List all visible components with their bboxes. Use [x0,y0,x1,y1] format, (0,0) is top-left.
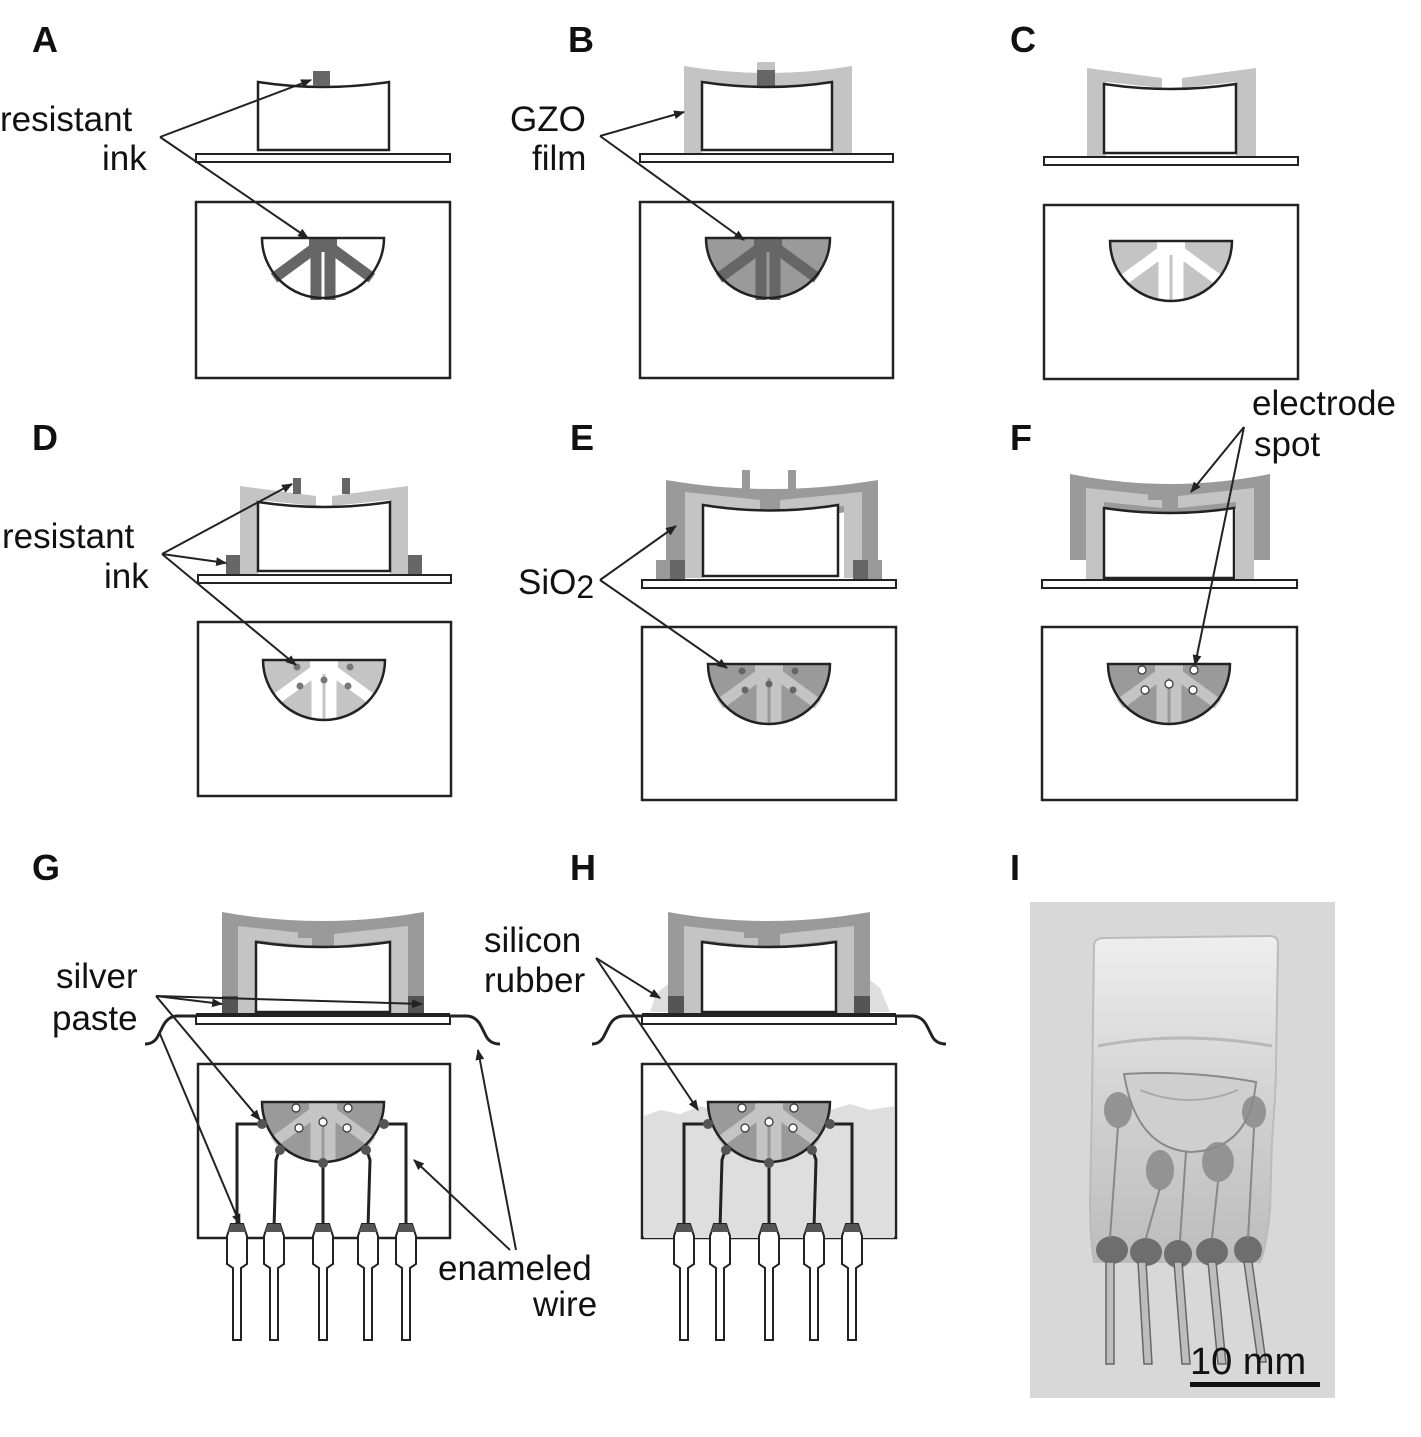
side-view-f [1041,474,1298,589]
panel-e: E [518,417,898,802]
panel-label-a: A [32,19,58,60]
label-paste-g: paste [52,999,138,1038]
arrows-f [1190,426,1245,667]
pin-tips-g [228,1224,415,1232]
pins-g [226,1223,417,1341]
side-view-h [591,912,947,1046]
top-view-b [638,200,895,380]
arrows-e [599,525,728,669]
arrows-a [159,79,313,239]
label-rubber-h: rubber [484,961,586,1000]
top-view-a [194,200,452,380]
panel-label-c: C [1010,19,1036,60]
top-view-c [1042,203,1300,381]
top-view-d [196,620,453,798]
lens-pattern-d [261,658,387,722]
label-silver-g: silver [56,957,138,996]
lens-pattern-f [1106,662,1232,726]
label-resistant-a: resistant [0,100,133,139]
scale-bar [1190,1382,1320,1387]
label-spot-f: spot [1254,425,1320,464]
side-view-c [1043,68,1299,166]
label-wire-g: wire [532,1285,597,1324]
arrows-d [161,483,297,666]
scale-bar-label: 10 mm [1190,1341,1306,1383]
label-silicon-h: silicon [484,921,581,960]
label-enameled-g: enameled [438,1249,592,1288]
top-view-g [196,1062,452,1341]
label-sio: SiO [518,563,576,602]
label-resistant-d: resistant [2,517,135,556]
arrows-h [595,957,699,1111]
panel-c: C [1010,19,1300,381]
top-view-f [1040,625,1299,802]
label-gzo-b: GZO [510,100,586,139]
panel-f: F [1010,384,1396,802]
panel-d: D [2,417,453,798]
panel-b: B GZO film [510,19,895,380]
lens-pattern-e [706,662,832,726]
panel-label-i: I [1010,847,1020,888]
lens-pattern-a [260,236,386,300]
panel-label-d: D [32,417,58,458]
label-ink-d: ink [104,557,149,596]
paste-dots-g [257,1119,389,1168]
panel-g: G [32,847,597,1341]
top-view-e [640,625,898,802]
top-view-h [640,1062,898,1341]
panel-label-b: B [568,19,594,60]
pins-h [673,1223,863,1341]
label-sio-subscript: 2 [576,569,594,605]
label-ink-a: ink [102,139,147,178]
side-view-e [641,470,897,589]
paste-dots-h [703,1119,835,1168]
panel-label-f: F [1010,417,1032,458]
side-view-a [195,71,451,163]
panel-h: H [484,847,947,1341]
panel-label-e: E [570,417,594,458]
arrows-b [599,110,745,241]
label-sio2-e: SiO2 [518,563,594,605]
panel-label-g: G [32,847,60,888]
panel-label-h: H [570,847,596,888]
pin-tips-h [675,1224,861,1232]
label-film-b: film [532,139,586,178]
label-electrode-f: electrode [1252,384,1396,423]
side-view-d [197,478,452,584]
device-photo: 10 mm [1030,902,1335,1398]
side-view-g [144,912,501,1046]
panel-i: I [1010,847,1335,1398]
lens-pattern-c [1108,239,1234,303]
lens-pattern-b [704,236,832,300]
panel-a: A resistant ink [0,19,452,380]
arrows-g [155,995,517,1251]
side-view-b [639,62,894,163]
